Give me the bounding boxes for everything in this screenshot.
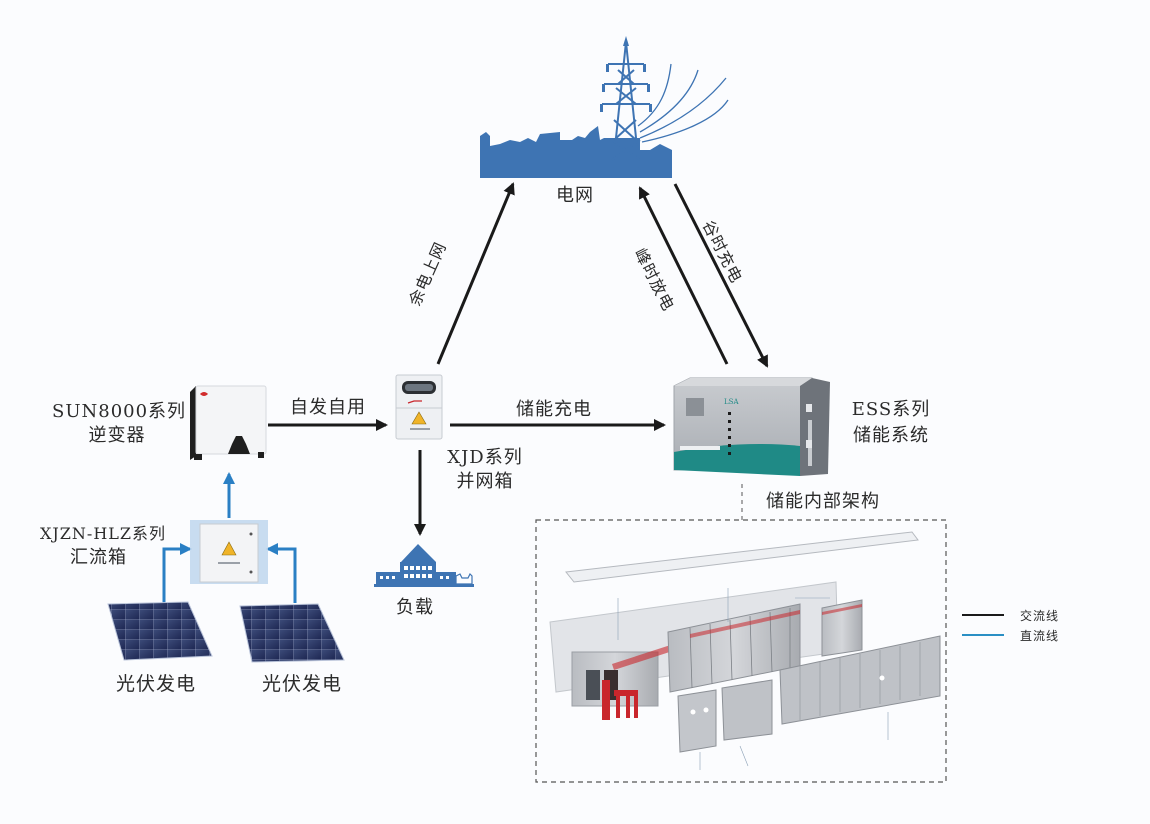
arrow-pv-right-to-combiner <box>266 543 297 603</box>
load-label: 负载 <box>396 597 434 618</box>
self-use-label: 自发自用 <box>290 397 366 418</box>
grid-box-label-line2: 并网箱 <box>456 471 514 492</box>
legend-dc-label: 直流线 <box>1020 629 1060 643</box>
arrow-peak-discharge <box>638 186 729 365</box>
svg-text:LSA: LSA <box>724 398 739 406</box>
combiner-box-icon <box>190 520 268 584</box>
storage-charge-label: 储能充电 <box>516 399 592 420</box>
ess-label-line1: ESS系列 <box>851 399 931 420</box>
legend-ac-label: 交流线 <box>1020 609 1060 623</box>
arrow-surplus-to-grid <box>436 182 515 365</box>
combiner-label-line1: XJZN-HLZ系列 <box>40 524 167 543</box>
grid-connection-box-icon <box>395 374 443 440</box>
pv-right-label: 光伏发电 <box>262 673 343 695</box>
arrow-valley-charge <box>673 183 769 368</box>
load-building-icon <box>374 544 474 587</box>
pv-panel-left-icon <box>107 601 213 661</box>
internal-architecture-illustration <box>549 531 941 770</box>
inverter-label-line1: SUN8000系列 <box>52 401 187 422</box>
pv-panel-right-icon <box>239 603 345 663</box>
legend <box>962 614 1004 636</box>
internal-architecture-label: 储能内部架构 <box>766 491 880 512</box>
arrow-pv-left-to-combiner <box>162 543 192 603</box>
combiner-label-line2: 汇流箱 <box>70 547 127 568</box>
grid-box-label-line1: XJD系列 <box>447 447 523 468</box>
grid-label: 电网 <box>556 185 594 206</box>
ess-cabinet-icon: LSA <box>673 377 830 476</box>
inverter-device-icon <box>190 385 267 460</box>
inverter-label-line2: 逆变器 <box>88 425 146 446</box>
power-grid-icon <box>480 36 729 178</box>
internal-architecture-panel <box>535 519 947 783</box>
ess-label-line2: 储能系统 <box>853 425 929 446</box>
pv-left-label: 光伏发电 <box>116 673 197 695</box>
